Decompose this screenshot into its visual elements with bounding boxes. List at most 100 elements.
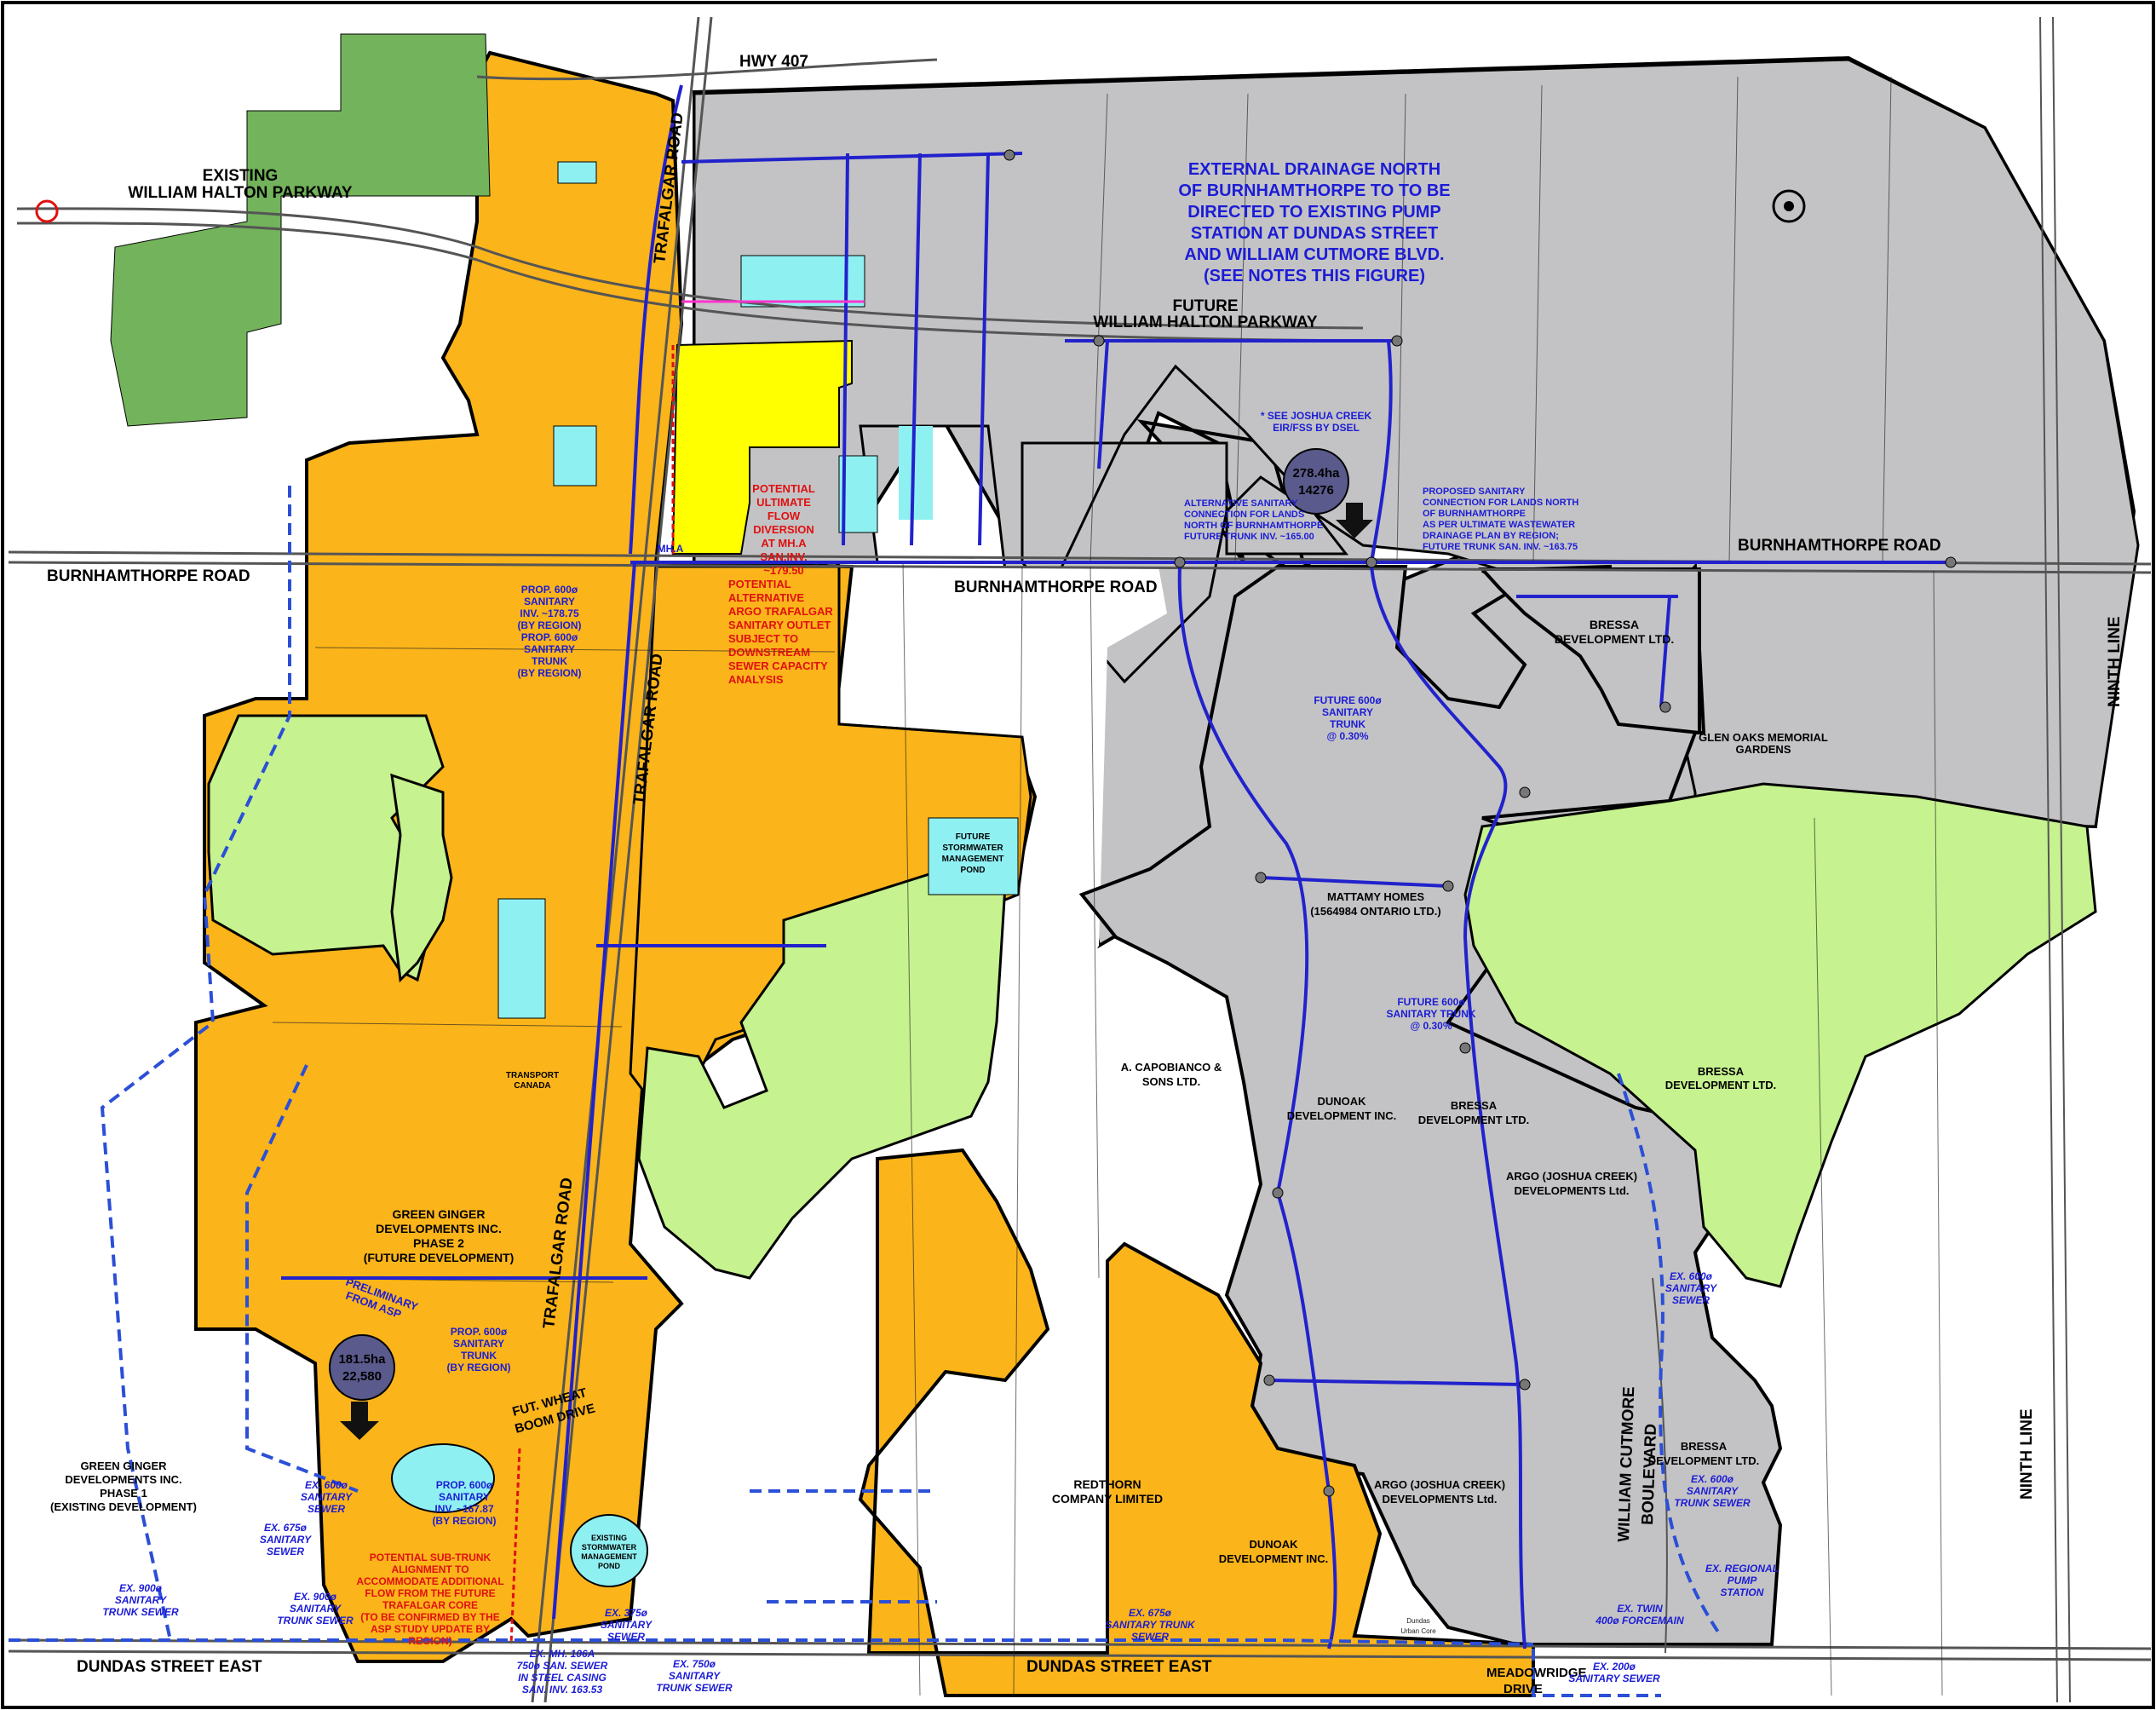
svg-text:CONNECTION FOR LANDS: CONNECTION FOR LANDS xyxy=(1184,510,1304,520)
green-core-5 xyxy=(390,773,453,983)
svg-text:ARGO (JOSHUA CREEK): ARGO (JOSHUA CREEK) xyxy=(1506,1170,1637,1183)
flow-arrow-south-icon xyxy=(340,1402,379,1440)
catchment-south-area: 181.5ha xyxy=(338,1352,386,1367)
green-core-14 xyxy=(637,867,1007,1280)
svg-text:SANITARY: SANITARY xyxy=(115,1594,167,1606)
svg-text:INV. ~167.87: INV. ~167.87 xyxy=(434,1503,494,1515)
svg-text:SEWER: SEWER xyxy=(1131,1631,1169,1643)
catchment-south-pop: 22,580 xyxy=(342,1369,382,1384)
svg-text:TRUNK SEWER: TRUNK SEWER xyxy=(656,1682,733,1694)
svg-text:SANITARY SEWER: SANITARY SEWER xyxy=(1568,1673,1660,1684)
svg-text:MATTAMY HOMES: MATTAMY HOMES xyxy=(1327,890,1424,903)
pond-2 xyxy=(740,255,865,308)
svg-text:FUTURE TRUNK INV. ~165.00: FUTURE TRUNK INV. ~165.00 xyxy=(1184,532,1314,542)
svg-text:EX. TWIN: EX. TWIN xyxy=(1617,1603,1663,1615)
svg-text:EIR/FSS BY DSEL: EIR/FSS BY DSEL xyxy=(1273,422,1360,434)
existing-dashed-sewers xyxy=(9,486,1722,1697)
svg-text:FUTURE TRUNK SAN. INV. ~163.7: FUTURE TRUNK SAN. INV. ~163.75 xyxy=(1423,542,1578,552)
pond-3 xyxy=(553,425,597,487)
svg-text:DEVELOPMENT LTD.: DEVELOPMENT LTD. xyxy=(1648,1454,1759,1467)
svg-text:@ 0.30%: @ 0.30% xyxy=(1410,1020,1452,1032)
svg-text:DEVELOPMENTS INC.: DEVELOPMENTS INC. xyxy=(65,1473,181,1486)
svg-text:ARGO (JOSHUA CREEK): ARGO (JOSHUA CREEK) xyxy=(1374,1478,1505,1491)
area-labels: EXISTING WILLIAM HALTON PARKWAY FUTURE W… xyxy=(50,167,1828,1635)
svg-text:POND: POND xyxy=(598,1562,621,1570)
svg-text:POTENTIAL SUB-TRUNK: POTENTIAL SUB-TRUNK xyxy=(370,1552,492,1563)
svg-text:SANITARY: SANITARY xyxy=(524,596,575,607)
svg-text:FLOW: FLOW xyxy=(768,510,801,522)
blue-notes: EXTERNAL DRAINAGE NORTH OF BURNHAMTHORPE… xyxy=(102,160,1779,1696)
ninth-line-bottom-label: NINTH LINE xyxy=(2018,1408,2036,1500)
svg-text:SAN.INV.: SAN.INV. xyxy=(760,550,807,563)
svg-text:FUTURE: FUTURE xyxy=(1172,297,1238,315)
svg-text:TRUNK: TRUNK xyxy=(532,655,567,667)
svg-text:(1564984 ONTARIO LTD.): (1564984 ONTARIO LTD.) xyxy=(1310,905,1440,918)
orange-area-redthorn xyxy=(858,1148,1535,1697)
red-notes: POTENTIAL ULTIMATE FLOW DIVERSION AT MH.… xyxy=(356,482,833,1647)
pond-1 xyxy=(557,161,597,184)
svg-text:BRESSA: BRESSA xyxy=(1681,1440,1728,1453)
svg-text:DUNOAK: DUNOAK xyxy=(1317,1095,1366,1108)
svg-text:Dundas: Dundas xyxy=(1406,1617,1430,1625)
svg-text:PHASE 2: PHASE 2 xyxy=(413,1236,464,1250)
svg-text:AT MH.A: AT MH.A xyxy=(761,537,807,550)
svg-text:750ø SAN. SEWER: 750ø SAN. SEWER xyxy=(517,1660,608,1672)
svg-text:EX. 375ø: EX. 375ø xyxy=(605,1607,648,1619)
svg-text:DEVELOPMENT LTD.: DEVELOPMENT LTD. xyxy=(1665,1079,1776,1091)
svg-text:SANITARY: SANITARY xyxy=(524,643,575,655)
svg-text:WILLIAM HALTON PARKWAY: WILLIAM HALTON PARKWAY xyxy=(1093,314,1317,331)
svg-text:SANITARY: SANITARY xyxy=(260,1534,312,1546)
svg-text:OF BURNHAMTHORPE: OF BURNHAMTHORPE xyxy=(1423,509,1526,519)
catchment-north-pop: 14276 xyxy=(1298,483,1334,498)
svg-text:GARDENS: GARDENS xyxy=(1735,743,1791,756)
svg-text:SEWER: SEWER xyxy=(607,1631,645,1643)
svg-text:SUBJECT TO: SUBJECT TO xyxy=(728,632,798,645)
svg-text:ALIGNMENT TO: ALIGNMENT TO xyxy=(391,1563,469,1575)
svg-text:DOWNSTREAM: DOWNSTREAM xyxy=(728,646,810,659)
svg-text:GLEN OAKS MEMORIAL: GLEN OAKS MEMORIAL xyxy=(1699,731,1828,744)
svg-text:GREEN GINGER: GREEN GINGER xyxy=(393,1207,486,1221)
svg-text:ALTERNATIVE: ALTERNATIVE xyxy=(728,591,804,604)
svg-text:ULTIMATE: ULTIMATE xyxy=(756,496,811,509)
svg-text:STATION AT DUNDAS STREET: STATION AT DUNDAS STREET xyxy=(1191,224,1438,243)
bressa-grey-top xyxy=(1478,567,1701,735)
svg-text:POND: POND xyxy=(961,866,986,875)
svg-text:DEVELOPMENT LTD.: DEVELOPMENT LTD. xyxy=(1555,632,1675,646)
svg-text:INV. ~178.75: INV. ~178.75 xyxy=(520,607,579,619)
svg-text:SANITARY TRUNK: SANITARY TRUNK xyxy=(1105,1619,1196,1631)
svg-text:SEWER: SEWER xyxy=(308,1503,345,1515)
pond-8 xyxy=(570,1514,648,1587)
svg-text:EX. 675ø: EX. 675ø xyxy=(264,1522,308,1534)
hwy-407-label: HWY 407 xyxy=(739,53,808,71)
svg-text:(BY REGION): (BY REGION) xyxy=(432,1515,496,1527)
svg-text:IN STEEL CASING: IN STEEL CASING xyxy=(518,1672,607,1684)
potential-lines xyxy=(509,345,675,1645)
svg-text:EX. 900ø: EX. 900ø xyxy=(119,1582,163,1594)
svg-text:SANITARY TRUNK: SANITARY TRUNK xyxy=(1386,1008,1475,1020)
svg-text:FUTURE 600ø: FUTURE 600ø xyxy=(1397,996,1465,1008)
pond-6 xyxy=(497,898,546,1019)
svg-text:DIRECTED TO EXISTING PUMP: DIRECTED TO EXISTING PUMP xyxy=(1187,203,1440,222)
svg-text:SANITARY: SANITARY xyxy=(290,1603,342,1615)
svg-text:SANITARY: SANITARY xyxy=(669,1670,721,1682)
svg-text:SEWER CAPACITY: SEWER CAPACITY xyxy=(728,659,828,672)
svg-text:TRUNK SEWER: TRUNK SEWER xyxy=(277,1615,354,1627)
svg-text:EX. 600ø: EX. 600ø xyxy=(1670,1270,1713,1282)
dundas-left-label: DUNDAS STREET EAST xyxy=(77,1658,262,1676)
svg-text:OF BURNHAMTHORPE TO TO BE: OF BURNHAMTHORPE TO TO BE xyxy=(1178,181,1450,200)
svg-text:DEVELOPMENTS Ltd.: DEVELOPMENTS Ltd. xyxy=(1514,1184,1629,1197)
svg-text:ARGO TRAFALGAR: ARGO TRAFALGAR xyxy=(728,605,833,618)
svg-text:A. CAPOBIANCO &: A. CAPOBIANCO & xyxy=(1121,1061,1222,1074)
svg-text:SEWER: SEWER xyxy=(1672,1294,1710,1306)
svg-text:AS PER ULTIMATE WASTEWATER: AS PER ULTIMATE WASTEWATER xyxy=(1423,520,1575,530)
green-bressa xyxy=(1463,782,2097,1288)
svg-text:TRANSPORT: TRANSPORT xyxy=(506,1071,559,1080)
svg-text:SANITARY OUTLET: SANITARY OUTLET xyxy=(728,619,831,631)
svg-text:SANITARY: SANITARY xyxy=(453,1338,504,1350)
meadowridge-label-1: MEADOWRIDGE xyxy=(1486,1666,1587,1680)
flow-arrow-north-icon xyxy=(1336,503,1373,538)
svg-text:DEVELOPMENTS Ltd.: DEVELOPMENTS Ltd. xyxy=(1382,1493,1497,1506)
svg-text:TRUNK SEWER: TRUNK SEWER xyxy=(1674,1497,1751,1509)
svg-text:EX. 200ø: EX. 200ø xyxy=(1593,1661,1636,1673)
svg-text:400ø FORCEMAIN: 400ø FORCEMAIN xyxy=(1595,1615,1684,1627)
